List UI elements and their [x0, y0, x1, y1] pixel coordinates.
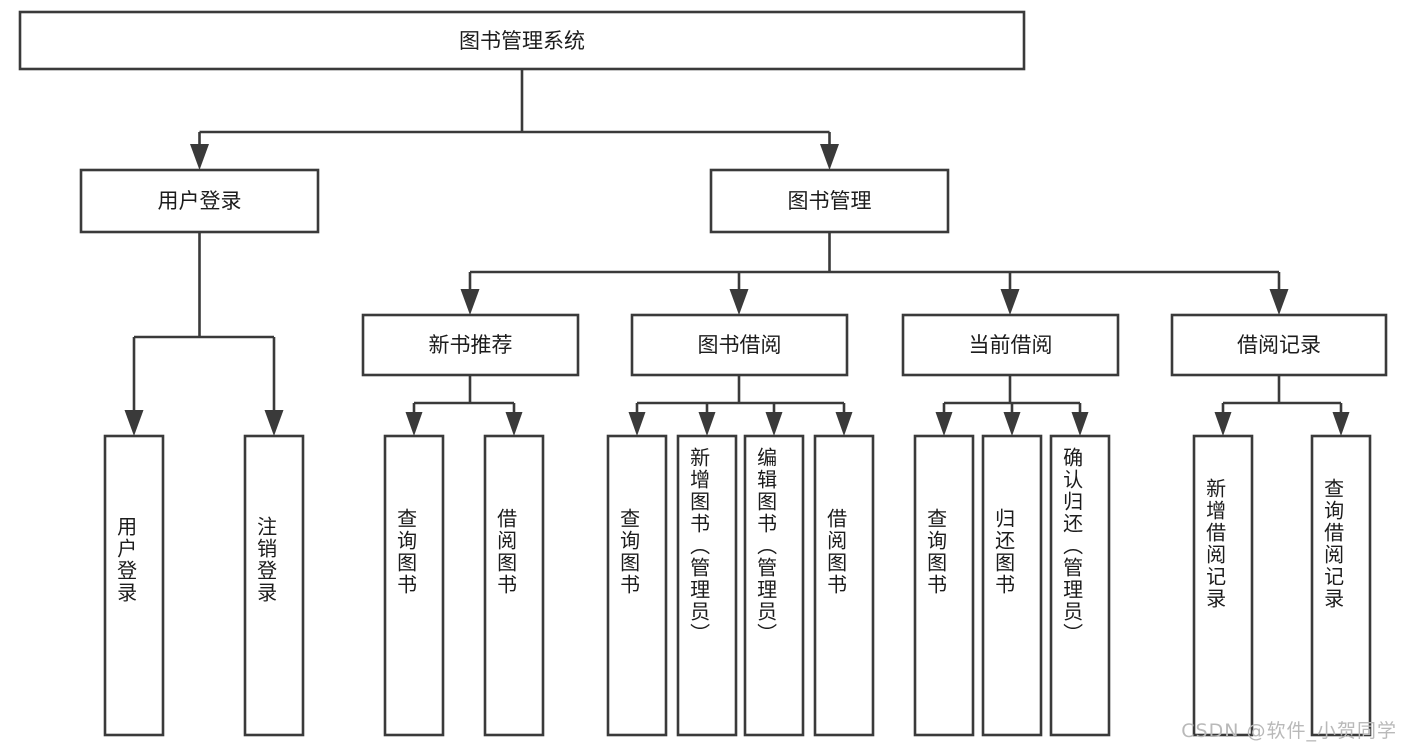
leaf-confirm-return-admin-box[interactable] [1049, 434, 1111, 737]
arrow-icon-leaf-query-book-recommend [405, 412, 423, 436]
leaf-edit-book-admin-box[interactable] [743, 434, 805, 737]
leaf-query-borrow-record-box[interactable] [1310, 434, 1372, 737]
node-book-borrow-box[interactable] [630, 313, 849, 377]
leaf-add-book-admin-box[interactable] [676, 434, 738, 737]
leaf-add-borrow-record-box[interactable] [1192, 434, 1254, 737]
leaf-query-book-recommend-box[interactable] [383, 434, 445, 737]
node-borrow-record-box[interactable] [1170, 313, 1388, 377]
leaf-boxes [103, 434, 1372, 737]
node-user-login[interactable]: 用户登录 [79, 168, 320, 234]
arrow-icon-leaf-add-borrow-record [1214, 412, 1232, 436]
node-root-box[interactable] [18, 10, 1026, 71]
node-root-label: 图书管理系统 [459, 29, 585, 53]
arrow-icon-borrow-record [1269, 289, 1289, 315]
node-root[interactable]: 图书管理系统 [18, 10, 1026, 71]
arrow-icon-leaf-logout-login [264, 410, 284, 436]
node-user-login-box[interactable] [79, 168, 320, 234]
node-book-borrow-label: 图书借阅 [698, 333, 782, 357]
node-current-borrow-label: 当前借阅 [969, 333, 1053, 357]
arrow-icon-leaf-return-book [1003, 412, 1021, 436]
leaf-borrow-book-box[interactable] [813, 434, 875, 737]
node-current-borrow-box[interactable] [901, 313, 1120, 377]
node-borrow-record-label: 借阅记录 [1237, 333, 1321, 357]
arrow-icon-leaf-query-borrow-record [1332, 412, 1350, 436]
arrow-icon-leaf-query-book-current [935, 412, 953, 436]
arrow-icon-leaf-add-book-admin [698, 412, 716, 436]
node-user-login-label: 用户登录 [158, 189, 242, 213]
arrow-icon-leaf-borrow-book-recommend [505, 412, 523, 436]
node-book-manage-label: 图书管理 [788, 189, 872, 213]
arrow-heads [124, 144, 1350, 436]
arrow-icon-leaf-user-login [124, 410, 144, 436]
arrow-icon-book-borrow [729, 289, 749, 315]
leaf-query-book-borrow-box[interactable] [606, 434, 668, 737]
arrow-icon-leaf-borrow-book [835, 412, 853, 436]
leaf-query-book-current-box[interactable] [913, 434, 975, 737]
node-new-book-recommend-box[interactable] [361, 313, 580, 377]
arrow-icon-leaf-edit-book-admin [765, 412, 783, 436]
watermark-text: CSDN @软件_小贺同学 [1181, 720, 1397, 742]
node-book-manage-box[interactable] [709, 168, 950, 234]
node-book-borrow[interactable]: 图书借阅 [630, 313, 849, 377]
node-borrow-record[interactable]: 借阅记录 [1170, 313, 1388, 377]
arrow-icon-book-manage [820, 144, 839, 170]
leaf-user-login-box[interactable] [103, 434, 165, 737]
leaf-borrow-book-recommend-box[interactable] [483, 434, 545, 737]
arrow-icon-leaf-query-book-borrow [628, 412, 646, 436]
node-new-book-recommend-label: 新书推荐 [429, 333, 513, 357]
leaf-logout-login-box[interactable] [243, 434, 305, 737]
arrow-icon-leaf-confirm-return-admin [1071, 412, 1089, 436]
arrow-icon-user-login [190, 144, 209, 170]
node-new-book-recommend[interactable]: 新书推荐 [361, 313, 580, 377]
node-book-manage[interactable]: 图书管理 [709, 168, 950, 234]
node-current-borrow[interactable]: 当前借阅 [901, 313, 1120, 377]
arrow-icon-current-borrow [1000, 289, 1020, 315]
leaf-return-book-box[interactable] [981, 434, 1043, 737]
arrow-icon-new-book-recommend [460, 289, 480, 315]
